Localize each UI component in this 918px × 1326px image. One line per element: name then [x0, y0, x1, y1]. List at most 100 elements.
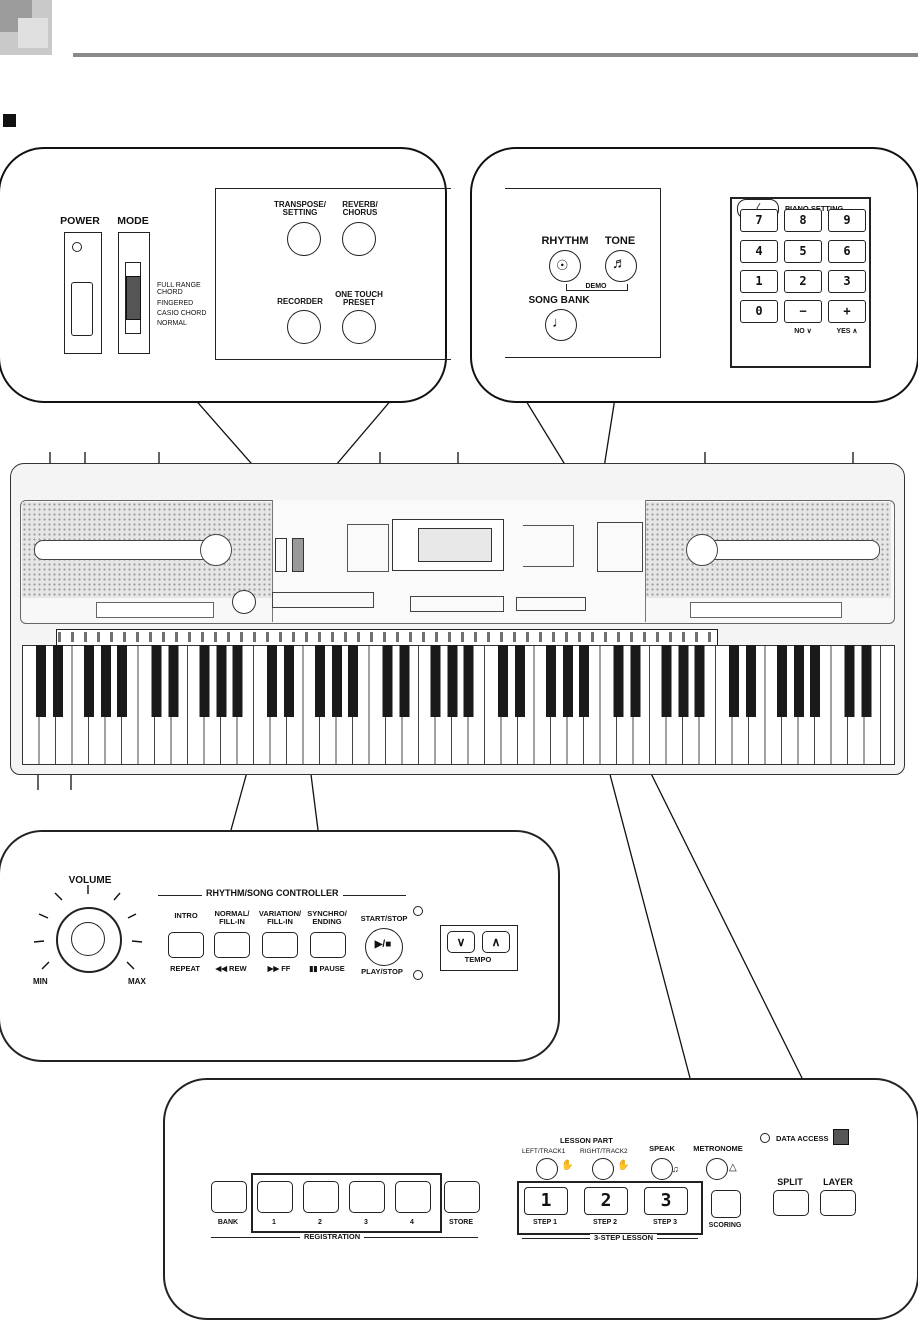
mini-lesson-buttons [516, 597, 586, 611]
tone-icon-row [58, 632, 714, 642]
demo-bracket-line [566, 284, 628, 291]
data-access-card-icon [833, 1129, 849, 1145]
recorder-button[interactable] [287, 310, 321, 344]
tempo-label: TEMPO [464, 955, 492, 964]
recorder-label: RECORDER [277, 297, 323, 306]
step-2-label: STEP 2 [593, 1219, 617, 1226]
registration-1-label: 1 [272, 1219, 276, 1226]
rhythm-button[interactable] [549, 250, 581, 282]
right-track2-label: RIGHT/TRACK2 [580, 1148, 628, 1155]
mini-tone-rhythm-buttons [523, 525, 574, 567]
play-stop-symbol: ▶/■ [374, 939, 392, 950]
repeat-label: REPEAT [170, 964, 200, 973]
keypad-minus-no[interactable]: − [784, 300, 822, 323]
registration-3-button[interactable] [349, 1181, 385, 1213]
split-button[interactable] [773, 1190, 809, 1216]
data-access-label: DATA ACCESS [776, 1134, 829, 1143]
bank-button[interactable] [211, 1181, 247, 1213]
speak-button[interactable] [651, 1158, 673, 1180]
violin-icon: ♬ [612, 255, 627, 272]
keypad-plus-yes[interactable]: + [828, 300, 866, 323]
normal-fill-in-rew-button[interactable] [214, 932, 250, 958]
keypad-9[interactable]: 9 [828, 209, 866, 232]
keypad-2[interactable]: 2 [784, 270, 822, 293]
keypad-0[interactable]: 0 [740, 300, 778, 323]
tempo-down-button[interactable]: ∨ [447, 931, 475, 953]
power-indicator-led [72, 242, 82, 252]
function-button-group-frame [215, 188, 451, 360]
reverb-chorus-button[interactable] [342, 222, 376, 256]
keypad-1[interactable]: 1 [740, 270, 778, 293]
volume-label: VOLUME [68, 875, 112, 886]
keypad-5[interactable]: 5 [784, 240, 822, 263]
header-corner-block-inner [18, 18, 48, 48]
synchro-ending-pause-button[interactable] [310, 932, 346, 958]
left-track1-button[interactable] [536, 1158, 558, 1180]
layer-button[interactable] [820, 1190, 856, 1216]
header-rule [73, 53, 918, 57]
step-2-button[interactable]: 2 [584, 1187, 628, 1215]
piano-black-keys [26, 645, 891, 717]
tempo-up-button[interactable]: ∧ [482, 931, 510, 953]
power-switch-frame [64, 232, 102, 354]
step-3-label: STEP 3 [653, 1219, 677, 1226]
transpose-setting-label: TRANSPOSE/ SETTING [273, 200, 326, 217]
mode-option-normal: NORMAL [157, 320, 187, 327]
right-hand-icon: ✋ [617, 1160, 630, 1171]
no-label: NO ∨ [794, 328, 812, 335]
metronome-button[interactable] [706, 1158, 728, 1180]
store-button[interactable] [444, 1181, 480, 1213]
registration-1-button[interactable] [257, 1181, 293, 1213]
rhythm-label: RHYTHM [541, 235, 589, 247]
lesson-part-label: LESSON PART [560, 1136, 613, 1145]
tone-button[interactable] [605, 250, 637, 282]
mini-function-buttons [347, 524, 389, 572]
play-stop-indicator-led [413, 970, 423, 980]
keypad-7[interactable]: 7 [740, 209, 778, 232]
volume-max-label: MAX [128, 977, 146, 986]
registration-4-button[interactable] [395, 1181, 431, 1213]
tone-label: TONE [604, 235, 636, 247]
metronome-label: METRONOME [693, 1144, 743, 1153]
transpose-setting-button[interactable] [287, 222, 321, 256]
piano-setting-label: PIANO SETTING [785, 204, 844, 213]
keypad-3[interactable]: 3 [828, 270, 866, 293]
scoring-button[interactable] [711, 1190, 741, 1218]
keypad-6[interactable]: 6 [828, 240, 866, 263]
variation-fill-in-ff-button[interactable] [262, 932, 298, 958]
speak-icon: ♫ [672, 1164, 679, 1174]
demo-label: DEMO [582, 283, 610, 290]
power-switch-button[interactable] [71, 282, 93, 336]
right-track2-button[interactable] [592, 1158, 614, 1180]
variation-fill-in-label: VARIATION/ FILL-IN [258, 909, 302, 926]
keypad-8[interactable]: 8 [784, 209, 822, 232]
keypad-4[interactable]: 4 [740, 240, 778, 263]
layer-label: LAYER [823, 1177, 853, 1187]
one-touch-preset-button[interactable] [342, 310, 376, 344]
metronome-icon: △ [729, 1162, 737, 1173]
mode-switch-frame [118, 232, 150, 354]
pause-label: ▮▮ PAUSE [309, 964, 345, 973]
song-bank-button[interactable] [545, 309, 577, 341]
synchro-ending-label: SYNCHRO/ ENDING [307, 909, 347, 926]
reverb-chorus-label: REVERB/ CHORUS [342, 200, 378, 217]
registration-2-button[interactable] [303, 1181, 339, 1213]
intro-repeat-button[interactable] [168, 932, 204, 958]
mode-slider-knob[interactable] [126, 276, 141, 320]
mode-label: MODE [117, 215, 149, 227]
mode-option-fingered: FINGERED [157, 300, 194, 307]
split-label: SPLIT [777, 1177, 803, 1187]
step-3-button[interactable]: 3 [644, 1187, 688, 1215]
mini-volume-knob[interactable] [232, 590, 256, 614]
start-stop-play-stop-button[interactable] [365, 928, 403, 966]
mini-power-switch[interactable] [275, 538, 287, 572]
registration-label: REGISTRATION [300, 1233, 365, 1241]
power-label: POWER [60, 215, 100, 227]
mode-option-full-range: FULL RANGE CHORD [157, 282, 201, 296]
mini-registration-buttons [410, 596, 504, 612]
volume-min-label: MIN [33, 977, 48, 986]
mini-mode-switch[interactable] [292, 538, 304, 572]
right-label-strip [690, 602, 842, 618]
tempo-group-frame [440, 925, 518, 971]
step-1-button[interactable]: 1 [524, 1187, 568, 1215]
